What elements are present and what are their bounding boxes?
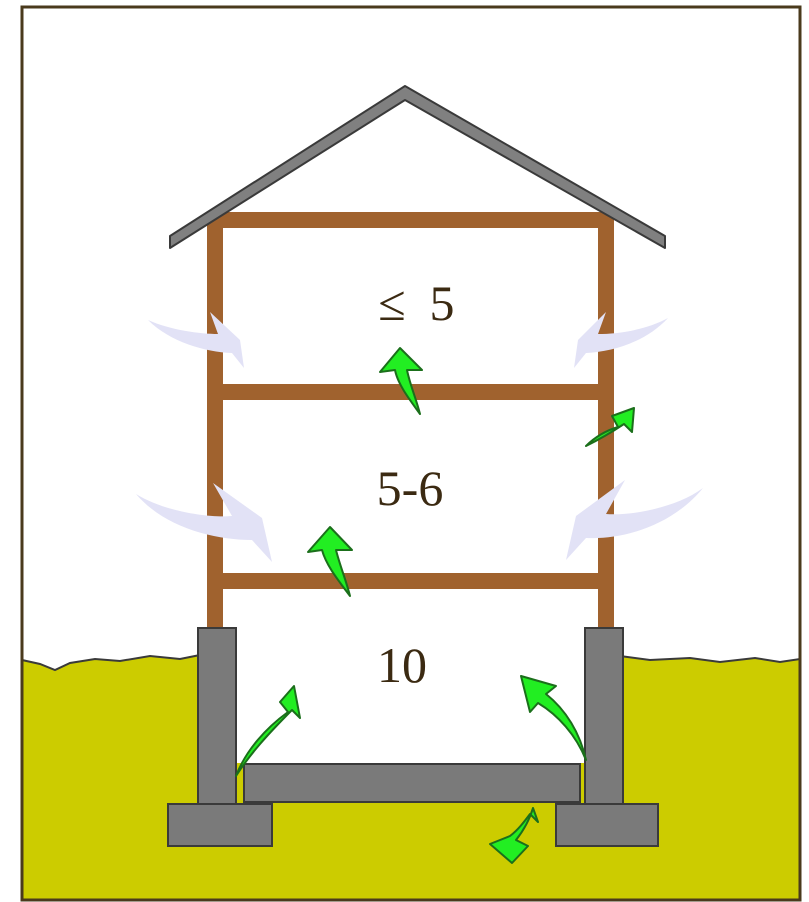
curved-arrow-icon [307, 526, 353, 597]
right-footing [555, 803, 659, 847]
basement-interior [236, 588, 585, 763]
diagram-border [20, 5, 802, 902]
curved-arrow-icon [574, 312, 668, 368]
floor-labels: ≤ 5 5-6 10 [377, 275, 455, 693]
left-footing [167, 803, 273, 847]
left-foundation-wall [197, 627, 237, 805]
radon-flow-arrows [235, 347, 635, 864]
curved-arrow-icon [520, 675, 587, 761]
curved-arrow-icon [136, 483, 272, 562]
right-foundation-wall [584, 627, 624, 805]
curved-arrow-icon [566, 480, 703, 560]
curved-arrow-icon [489, 807, 539, 864]
basement-label: 10 [377, 637, 427, 693]
ground-floor [207, 573, 614, 589]
middle-floor-label: 5-6 [377, 460, 444, 516]
curved-arrow-icon [235, 685, 301, 777]
basement-slab [243, 763, 581, 803]
curved-arrow-icon [148, 312, 244, 368]
top-floor-symbol: ≤ [378, 275, 405, 331]
air-infiltration-arrows [136, 312, 703, 562]
attic-floor [207, 212, 614, 228]
right-wall [598, 212, 614, 632]
top-floor-label: 5 [430, 275, 455, 331]
ground [21, 653, 801, 901]
curved-arrow-icon [585, 407, 635, 447]
curved-arrow-icon [379, 347, 423, 415]
roof [169, 85, 666, 249]
foundation [167, 627, 659, 847]
left-wall [207, 212, 223, 632]
